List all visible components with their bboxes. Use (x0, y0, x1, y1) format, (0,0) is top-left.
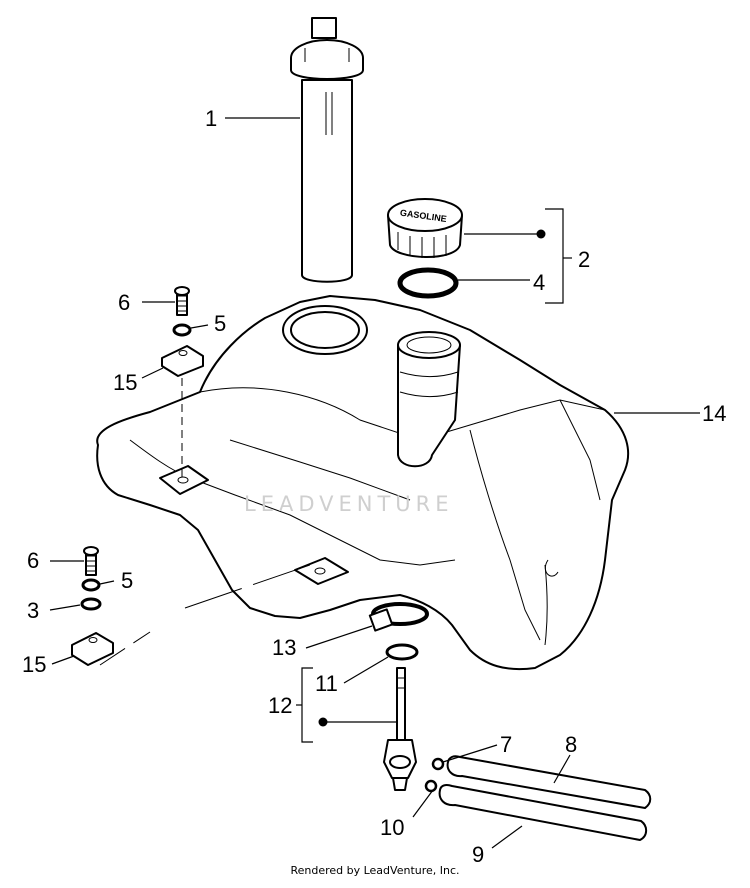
tank-filler-neck (282, 305, 368, 355)
hose-clip-lower[interactable] (424, 779, 438, 793)
fuel-hose[interactable] (446, 755, 652, 809)
callout-11: 11 (315, 671, 338, 696)
callout-8: 8 (565, 732, 577, 757)
fuel-hose-lower[interactable] (438, 784, 648, 841)
callout-1: 1 (205, 106, 217, 131)
fuel-cap[interactable]: GASOLINE (387, 198, 463, 258)
callout-13: 13 (272, 635, 296, 660)
o-ring[interactable] (385, 643, 419, 661)
tank-vent-pipe (397, 331, 461, 468)
fuel-gauge-sender[interactable] (290, 17, 364, 283)
callout-15-upper: 15 (113, 370, 137, 395)
callout-12: 12 (268, 693, 292, 718)
footer-credit: Rendered by LeadVenture, Inc. (290, 864, 460, 877)
callout-9: 9 (472, 842, 484, 867)
callout-3: 3 (27, 598, 39, 623)
upper-mount-hardware[interactable] (161, 286, 204, 478)
callout-14: 14 (702, 401, 726, 426)
hose-clamp[interactable] (368, 602, 429, 632)
watermark: LEADVENTURE (244, 492, 454, 516)
callout-labels: 1 2 4 6 5 15 14 6 5 3 15 13 11 12 7 8 10… (22, 106, 726, 867)
callout-2: 2 (578, 247, 590, 272)
callout-10: 10 (380, 815, 404, 840)
callout-6-upper: 6 (118, 290, 130, 315)
callout-6-lower: 6 (27, 548, 39, 573)
callout-7: 7 (500, 732, 512, 757)
leader-lines (49, 117, 700, 849)
callout-4: 4 (533, 270, 545, 295)
callout-5-upper: 5 (214, 311, 226, 336)
lower-mount-hardware[interactable] (71, 546, 311, 666)
fuel-tank[interactable] (96, 295, 630, 671)
cap-gasket[interactable] (397, 267, 459, 299)
callout-15-lower: 15 (22, 652, 46, 677)
fuel-valve[interactable] (383, 667, 417, 791)
callout-5-lower: 5 (121, 568, 133, 593)
hose-clip[interactable] (431, 757, 445, 771)
